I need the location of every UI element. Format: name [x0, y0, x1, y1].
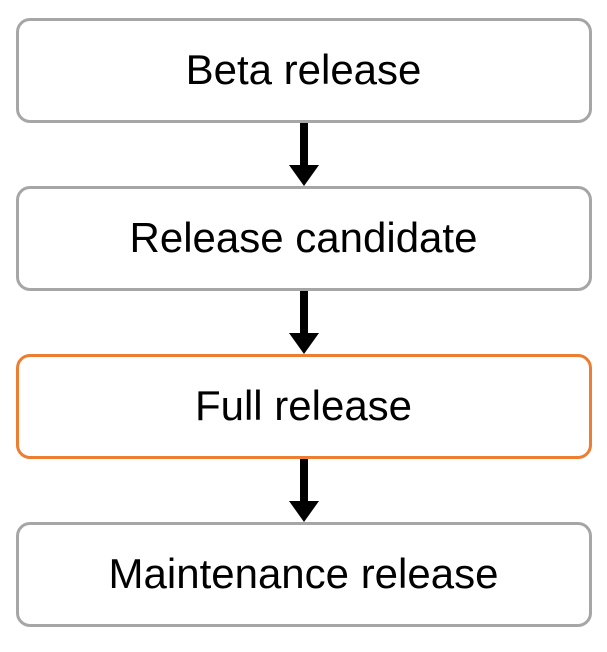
flow-node-label: Maintenance release	[108, 549, 499, 597]
flow-node-maintenance-release: Maintenance release	[15, 522, 592, 627]
flow-node-full-release: Full release	[15, 354, 592, 459]
down-arrow-icon	[288, 123, 319, 186]
flow-node-release-candidate: Release candidate	[15, 186, 592, 291]
release-flowchart: Beta release Release candidate Full rele…	[0, 18, 607, 627]
flow-node-label: Full release	[194, 381, 413, 429]
down-arrow-icon	[288, 291, 319, 354]
flow-node-beta-release: Beta release	[15, 18, 592, 123]
flow-node-label: Release candidate	[129, 213, 478, 261]
down-arrow-icon	[288, 459, 319, 522]
flow-node-label: Beta release	[185, 45, 422, 93]
